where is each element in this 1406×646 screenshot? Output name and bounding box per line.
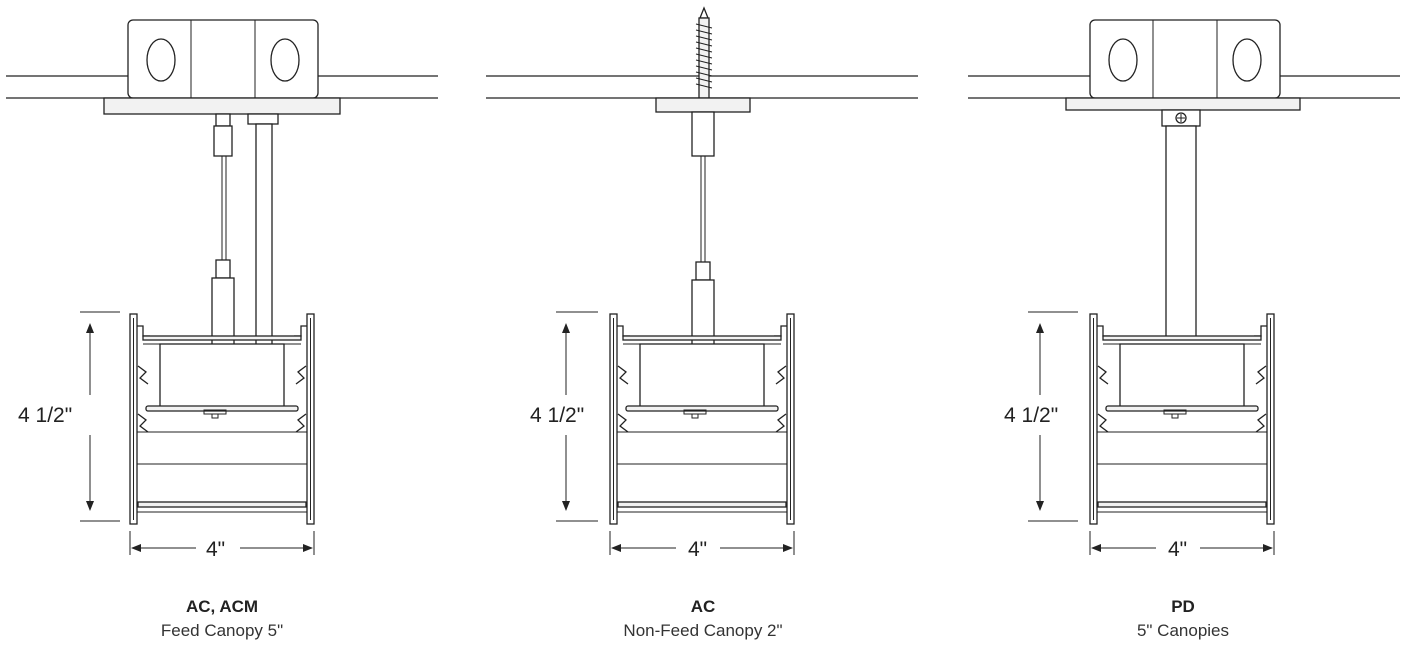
cable-gripper	[211, 113, 235, 351]
width-dimension: 4"	[609, 531, 795, 561]
width-dimension: 4"	[129, 531, 315, 561]
fixture-profile	[1089, 313, 1275, 525]
height-dimension: 4 1/2"	[530, 311, 598, 522]
cable-gripper	[691, 111, 715, 351]
figure-title: PD	[1171, 597, 1195, 616]
figure-subtitle: Feed Canopy 5"	[161, 621, 283, 640]
figure-title: AC, ACM	[186, 597, 258, 616]
width-label: 4"	[1168, 538, 1187, 561]
anchor-screw	[695, 6, 713, 99]
fixture-profile	[609, 313, 795, 525]
figure-subtitle: 5" Canopies	[1137, 621, 1229, 640]
height-label: 4 1/2"	[18, 404, 72, 427]
width-dimension: 4"	[1089, 531, 1275, 561]
figure-nonfeed-canopy: 4 1/2" 4" AC Non-Feed Canopy 2"	[486, 6, 918, 640]
height-dimension: 4 1/2"	[18, 311, 120, 522]
figure-pd-canopies: 4 1/2" 4" PD 5" Canopies	[968, 19, 1400, 640]
width-label: 4"	[206, 538, 225, 561]
junction-box	[1089, 19, 1281, 99]
power-feed-tube	[247, 113, 279, 353]
figure-subtitle: Non-Feed Canopy 2"	[623, 621, 782, 640]
junction-box	[127, 19, 319, 99]
canopy-plate	[655, 97, 751, 113]
width-label: 4"	[688, 538, 707, 561]
figure-feed-canopy: 4 1/2" 4" AC, ACM Feed Canopy 5"	[6, 19, 438, 640]
figure-title: AC	[691, 597, 716, 616]
height-label: 4 1/2"	[530, 404, 584, 427]
canopy-plate	[103, 97, 341, 115]
height-dimension: 4 1/2"	[1004, 311, 1078, 522]
canopy-plate	[1065, 97, 1301, 111]
fixture-profile	[129, 313, 315, 525]
height-label: 4 1/2"	[1004, 404, 1058, 427]
pendant-stem	[1161, 109, 1201, 339]
